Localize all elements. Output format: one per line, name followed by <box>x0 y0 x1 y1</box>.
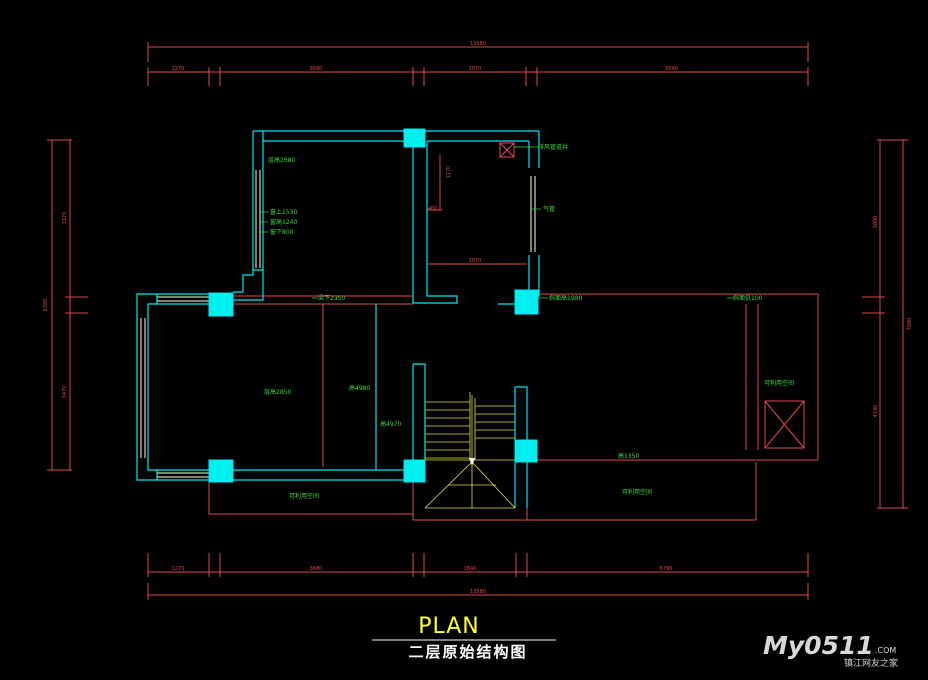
height-a-label: 高4980 <box>349 384 370 392</box>
left-dimension-chain <box>47 139 88 471</box>
right-dimension-2: 4190 <box>873 405 879 418</box>
window-marks <box>140 170 536 478</box>
window-height-label: 窗高1240 <box>270 218 297 226</box>
vent-shaft-icon <box>499 142 515 158</box>
usable-space-bottom-left-label: 可利用空间 <box>289 492 319 500</box>
bottom-dimension-3: 1840 <box>464 566 477 572</box>
top-dimension-3: 2070 <box>469 66 482 72</box>
beam-under-label: 梁下2350 <box>318 294 345 302</box>
slope-low-label: 斜面低100 <box>733 294 763 302</box>
room-height-upper-label: 层高2680 <box>268 156 295 164</box>
logo-com-text: .COM <box>875 646 896 655</box>
window-bottom-label: 窗下800 <box>270 228 294 236</box>
drawing-subtitle: 二层原始结构图 <box>408 643 527 661</box>
site-logo: My0511 .COM 镇江网友之家 <box>763 631 898 669</box>
interior-red-lines <box>208 155 819 521</box>
interior-dimension-1270: 1270 <box>446 166 452 179</box>
interior-dimension-400: 400 <box>428 206 438 212</box>
right-overall-dimension: 7080 <box>907 318 913 331</box>
left-overall-dimension: 6780 <box>43 299 49 312</box>
top-dimension-chain <box>147 42 809 86</box>
top-overall-dimension: 13580 <box>470 41 486 47</box>
height-1350-label: 高1350 <box>618 452 639 460</box>
height-b-label: 高4970 <box>380 420 401 428</box>
right-dimension-1: 3890 <box>873 216 879 229</box>
window-top-label: 窗上1530 <box>270 208 297 216</box>
storage-box-icon <box>764 400 805 449</box>
top-dimension-1: 1270 <box>172 66 185 72</box>
right-dimension-chain <box>862 139 908 509</box>
vent-shaft-label: 排风管道井 <box>538 143 568 151</box>
left-dimension-2: 3470 <box>62 386 68 399</box>
drawing-title: PLAN <box>418 614 480 639</box>
bottom-dimension-4: 6790 <box>660 566 673 572</box>
stair-arrow-icon <box>469 458 475 466</box>
usable-space-right-label: 可利用空间 <box>764 379 794 387</box>
column-outlines <box>208 128 539 483</box>
slope-high-label: 斜面高1980 <box>549 294 582 302</box>
left-dimension-1: 3170 <box>62 212 68 225</box>
bottom-dimension-1: 1270 <box>172 566 185 572</box>
room-height-lower-label: 层高2850 <box>264 388 291 396</box>
bottom-overall-dimension: 13580 <box>470 589 486 595</box>
bottom-dimension-2: 3680 <box>310 566 323 572</box>
annotation-leaders <box>260 146 733 299</box>
staircase <box>424 392 516 509</box>
gas-pipe-label: 气管 <box>543 205 555 213</box>
logo-sub-text: 镇江网友之家 <box>844 657 898 669</box>
logo-main-text: My0511 <box>763 631 874 660</box>
bottom-dimension-chain <box>147 553 809 600</box>
top-dimension-2: 3680 <box>310 66 323 72</box>
interior-dimension-2070: 2070 <box>469 258 482 264</box>
wall-outlines <box>136 130 540 508</box>
structural-columns <box>209 129 538 482</box>
usable-space-bottom-right-label: 可利用空间 <box>622 488 652 496</box>
top-dimension-4: 6560 <box>666 66 679 72</box>
